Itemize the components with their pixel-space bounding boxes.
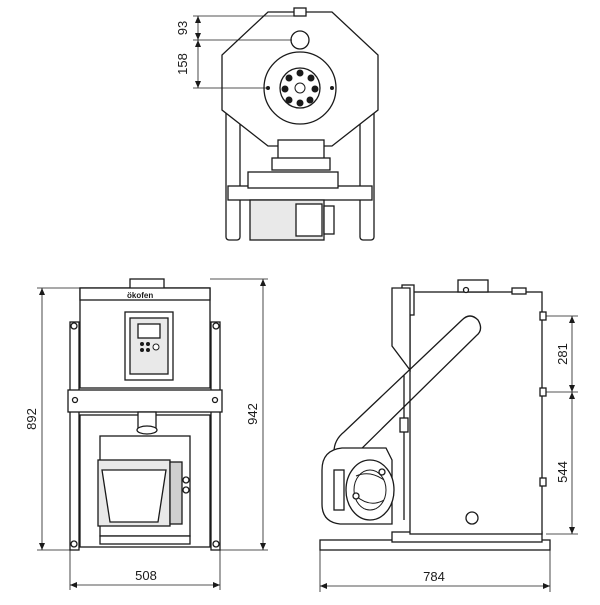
side-fitting-lower xyxy=(539,477,547,487)
top-motor-end xyxy=(323,205,335,235)
front-burner-side xyxy=(169,461,183,525)
brand-logo: ökofen xyxy=(127,291,153,300)
side-view: 281 544 784 xyxy=(319,279,578,592)
dim-158-label: 158 xyxy=(175,53,190,75)
side-fitting-upper xyxy=(539,311,547,321)
dim-892-label: 892 xyxy=(24,408,39,430)
top-lid-nub xyxy=(293,7,307,17)
side-chimney xyxy=(457,279,489,293)
control-display xyxy=(137,323,161,339)
dim-942-label: 942 xyxy=(245,403,260,425)
dim-508-label: 508 xyxy=(135,568,157,583)
dim-93-label: 93 xyxy=(175,21,190,35)
top-feed-plate xyxy=(271,157,331,171)
side-burner-mount xyxy=(333,469,345,511)
top-burner-holes xyxy=(281,69,319,107)
front-base xyxy=(99,535,191,545)
dim-281-label: 281 xyxy=(555,343,570,365)
front-right-rail xyxy=(210,321,221,551)
front-left-rail xyxy=(69,321,80,551)
dim-784-label: 784 xyxy=(423,569,445,584)
side-burner-fan xyxy=(345,459,395,521)
top-view: 93 158 xyxy=(175,7,379,241)
front-view: ökofen 892 xyxy=(24,278,268,590)
side-tank xyxy=(409,291,543,535)
side-fitting-middle xyxy=(539,387,547,397)
front-top-band xyxy=(79,287,211,301)
side-top-nub xyxy=(511,287,527,295)
top-motor-cap xyxy=(295,203,323,237)
top-vent-circle xyxy=(290,30,310,50)
dim-544-label: 544 xyxy=(555,461,570,483)
side-drain xyxy=(465,511,479,525)
top-motor-top xyxy=(247,171,339,189)
side-front-panel xyxy=(391,287,411,372)
front-crossbar xyxy=(67,389,223,413)
front-burner-funnel xyxy=(101,469,167,523)
